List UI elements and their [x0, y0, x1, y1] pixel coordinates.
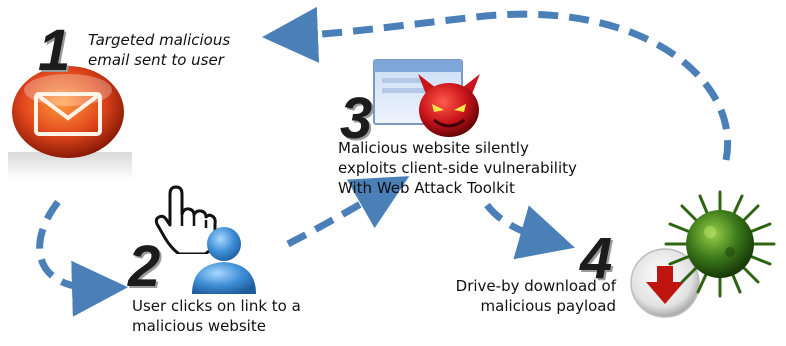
- step-3-caption: Malicious website silently exploits clie…: [338, 138, 628, 198]
- step-3-caption-line-1: Malicious website silently: [338, 139, 529, 157]
- step-number-3: 3: [340, 86, 373, 151]
- user-icon: [186, 222, 260, 296]
- devil-icon: [412, 72, 486, 140]
- step-1-caption-line-2: email sent to user: [88, 51, 224, 69]
- step-number-1: 1: [38, 18, 71, 83]
- email-icon: [8, 60, 132, 180]
- step-number-2: 2: [128, 234, 161, 299]
- step-2-caption-line-2: malicious website: [132, 317, 266, 335]
- download-icon: [626, 246, 704, 320]
- virus-icon: [660, 188, 780, 300]
- hand-cursor-icon: [148, 184, 218, 254]
- step-4-caption: Drive-by download of malicious payload: [420, 276, 616, 316]
- arrow-website-to-download: [484, 202, 575, 260]
- step-1-caption: Targeted malicious email sent to user: [88, 30, 308, 70]
- step-2-caption: User clicks on link to a malicious websi…: [132, 296, 372, 336]
- arrow-email-to-click: [36, 199, 128, 317]
- step-4-caption-line-1: Drive-by download of: [455, 277, 616, 295]
- step-4-caption-line-2: malicious payload: [480, 297, 616, 315]
- step-2-caption-line-1: User clicks on link to a: [132, 297, 301, 315]
- arrow-click-to-website: [286, 176, 410, 248]
- step-3-caption-line-2: exploits client-side vulnerability: [338, 159, 577, 177]
- step-number-4: 4: [580, 226, 613, 291]
- step-3-caption-line-3: With Web Attack Toolkit: [338, 179, 515, 197]
- step-1-caption-line-1: Targeted malicious: [88, 31, 231, 49]
- arrow-virus-to-email: [262, 6, 732, 161]
